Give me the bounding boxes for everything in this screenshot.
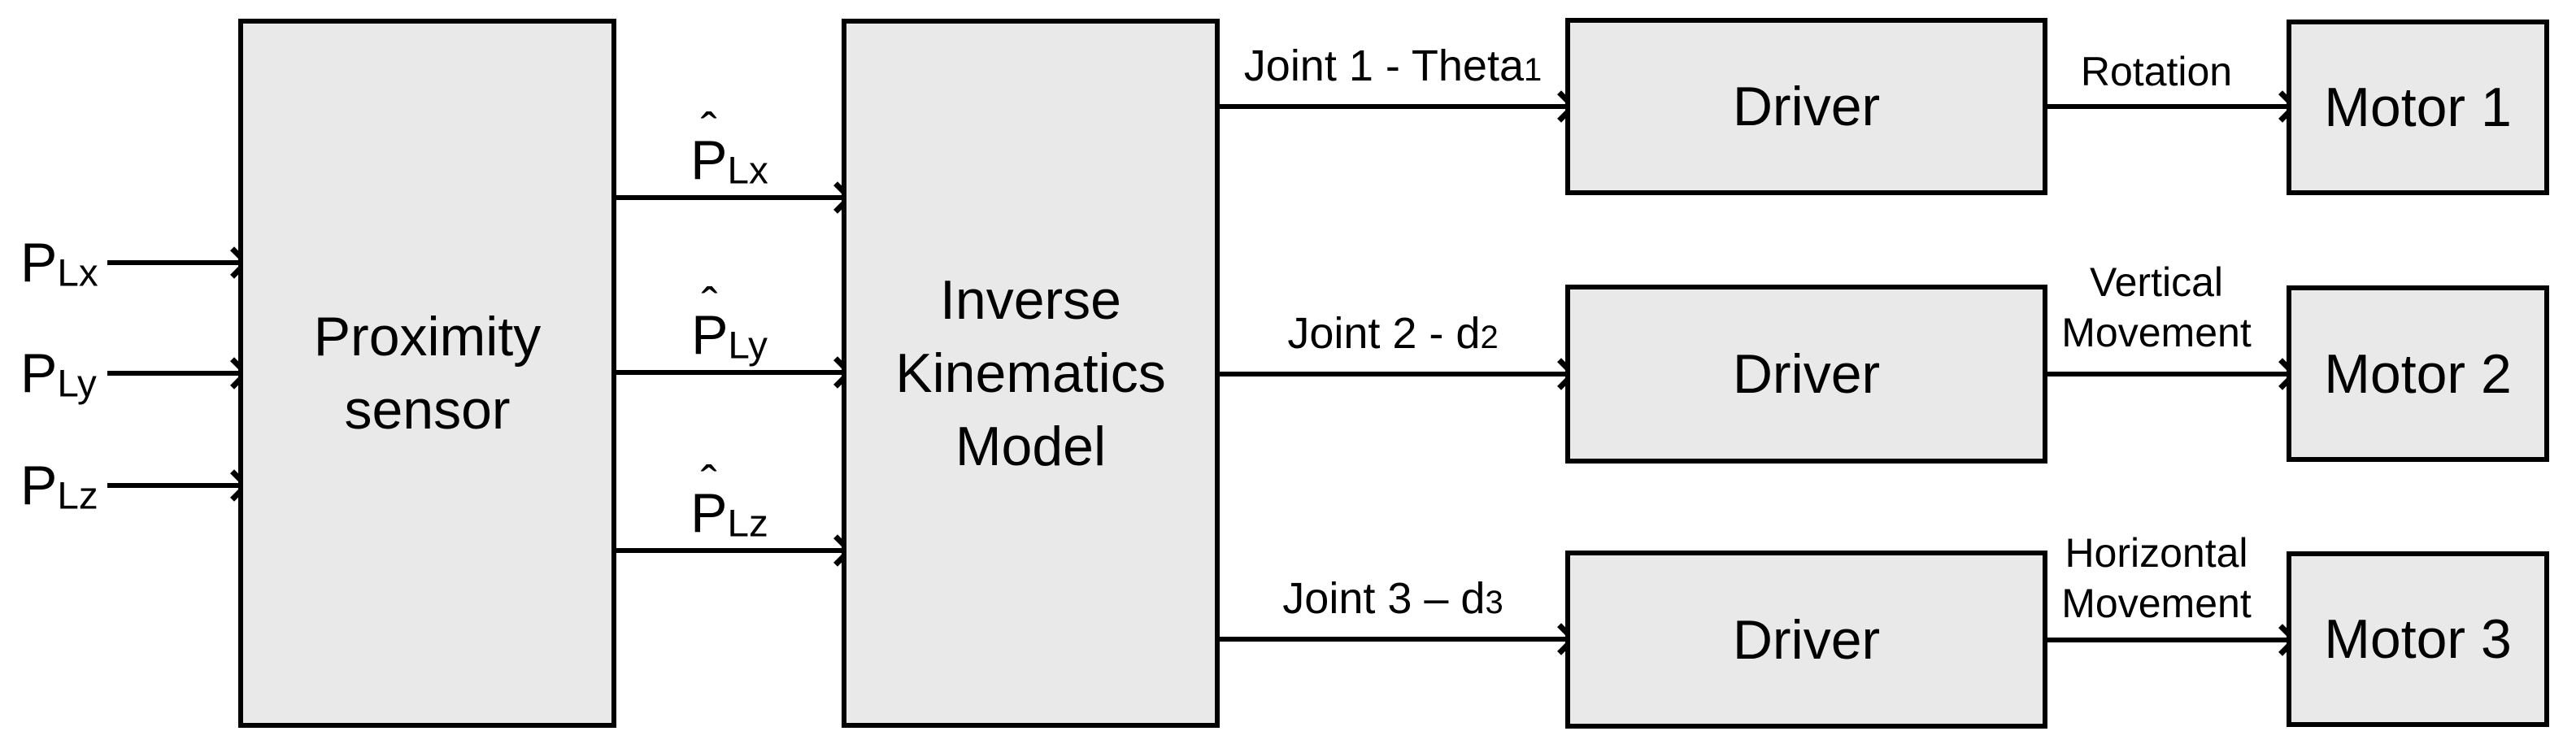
input-base: P (20, 455, 58, 516)
input-label-plx: PLx (20, 231, 98, 306)
arrow-shaft (107, 483, 242, 488)
box-label-line: Model (955, 416, 1107, 477)
arrow-estimate-plz (616, 533, 854, 568)
box-label-line: Kinematics (895, 342, 1166, 404)
subscript: Lx (57, 251, 98, 295)
joint-text: Joint 1 - Theta (1243, 41, 1524, 90)
joint-text: Joint 3 – d (1282, 574, 1486, 623)
motor1-label: Motor 1 (2324, 76, 2512, 138)
box-label-line: sensor (344, 379, 511, 441)
arrow-shaft (1220, 637, 1569, 642)
estimate-base: P (691, 304, 729, 366)
input-label-plz: PLz (20, 454, 98, 529)
arrow-shaft (107, 260, 242, 265)
arrow-shaft (616, 195, 845, 200)
driver1-label: Driver (1732, 76, 1881, 137)
vertical-movement-label: Vertical Movement (2061, 257, 2251, 358)
joint3-label: Joint 3 – d3 (1282, 572, 1503, 629)
arrow-estimate-plx (616, 180, 854, 215)
movement-line: Movement (2061, 581, 2252, 626)
movement-line: Horizontal (2065, 530, 2248, 576)
arrow-rotation (2047, 89, 2299, 124)
arrow-shaft (2047, 104, 2290, 109)
inverse-kinematics-label: Inverse Kinematics Model (895, 263, 1166, 483)
subscript: 2 (1480, 320, 1499, 355)
subscript: 3 (1485, 585, 1503, 620)
motor2-label: Motor 2 (2324, 342, 2512, 405)
horizontal-movement-label: Horizontal Movement (2061, 528, 2251, 629)
arrow-input-plz (107, 468, 250, 503)
movement-line: Rotation (2080, 49, 2233, 94)
arrow-shaft (2047, 638, 2290, 642)
arrow-shaft (1220, 372, 1569, 376)
proximity-sensor-label: Proximity sensor (314, 300, 542, 446)
arrow-shaft (107, 371, 242, 376)
subscript: Lx (727, 149, 768, 193)
driver3-label: Driver (1732, 608, 1881, 671)
box-label-line: Proximity (313, 306, 542, 368)
subscript: Ly (57, 362, 97, 406)
motor3-label: Motor 3 (2324, 608, 2512, 670)
input-label-ply: PLy (20, 342, 97, 416)
motor1-box: Motor 1 (2287, 20, 2549, 195)
hat-accent: ˆ (700, 456, 717, 511)
arrow-joint1 (1220, 89, 1577, 124)
hat-accent: ˆ (701, 278, 718, 333)
arrow-input-ply (107, 355, 250, 391)
subscript: 1 (1523, 52, 1543, 88)
arrow-shaft (2047, 372, 2290, 376)
motor3-box: Motor 3 (2287, 551, 2549, 727)
proximity-sensor-box: Proximity sensor (238, 19, 616, 728)
estimate-base: P (690, 482, 728, 544)
movement-line: Movement (2061, 310, 2252, 355)
arrow-horizontal-movement (2047, 622, 2299, 658)
arrow-shaft (1220, 104, 1569, 109)
arrow-vertical-movement (2047, 356, 2299, 392)
estimate-base: P (690, 129, 728, 191)
driver2-label: Driver (1732, 343, 1881, 405)
arrow-shaft (616, 370, 845, 375)
arrow-joint2 (1220, 356, 1577, 392)
rotation-label: Rotation (2081, 46, 2232, 97)
box-label-line: Inverse (940, 269, 1121, 331)
movement-line: Vertical (2090, 259, 2223, 305)
driver3-box: Driver (1565, 551, 2047, 729)
joint-text: Joint 2 - d (1287, 309, 1481, 358)
subscript: Lz (727, 502, 768, 546)
arrow-input-plx (107, 245, 250, 281)
joint1-label: Joint 1 - Theta1 (1244, 40, 1542, 96)
driver2-box: Driver (1565, 285, 2047, 464)
joint2-label: Joint 2 - d2 (1287, 307, 1498, 363)
motor2-box: Motor 2 (2287, 285, 2549, 462)
input-base: P (20, 342, 58, 404)
arrow-joint3 (1220, 621, 1577, 657)
subscript: Ly (728, 324, 768, 368)
driver1-box: Driver (1565, 18, 2047, 195)
hat-accent: ˆ (700, 103, 717, 158)
subscript: Lz (57, 474, 98, 518)
arrow-estimate-ply (616, 355, 854, 390)
inverse-kinematics-box: Inverse Kinematics Model (842, 19, 1220, 728)
arrow-shaft (616, 548, 845, 553)
input-base: P (20, 232, 58, 294)
